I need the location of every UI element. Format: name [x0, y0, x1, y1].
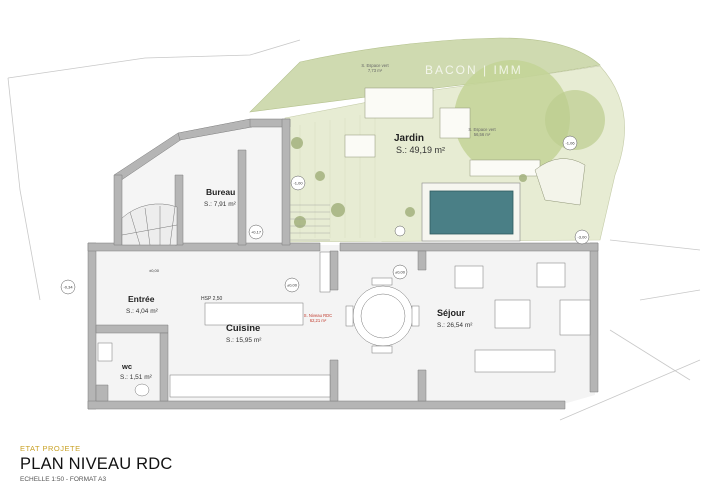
room-area-jardin: S.: 49,19 m²: [396, 145, 445, 155]
plan-scale: ECHELLE 1:50 - FORMAT A3: [20, 476, 107, 483]
level-000-a: ±0,00: [287, 283, 298, 288]
green-space-top-area: 7,73 m²: [368, 68, 383, 73]
dining-table: [345, 277, 420, 354]
room-name-jardin: Jardin: [394, 133, 424, 144]
walls: [87, 118, 599, 410]
green-slope: [249, 37, 601, 113]
garden-furniture: [344, 87, 586, 206]
garden-steps: [290, 204, 330, 241]
level-neg100: -1,00: [293, 181, 303, 186]
tree-large: [454, 60, 570, 176]
room-name-wc: wc: [121, 362, 132, 371]
room-name-entree: Entrée: [128, 294, 155, 304]
plan-state: ETAT PROJETE: [20, 444, 81, 453]
terrain-lines: [7, 39, 701, 421]
room-area-wc: S.: 1,51 m²: [120, 374, 153, 381]
green-space-right-area: 56,56 m²: [474, 132, 491, 137]
rdc-level-label: S. Niveau RDC: [304, 313, 332, 318]
living-furniture: [454, 262, 591, 373]
ceiling-height: HSP 2,50: [201, 296, 223, 302]
spiral-staircase: [121, 203, 178, 246]
green-space-top-label: S. Espace vert: [361, 63, 389, 68]
level-000-c: ±0,00: [149, 268, 160, 273]
tree-medium: [545, 90, 605, 150]
room-area-cuisine: S.: 15,95 m²: [226, 337, 262, 344]
room-name-sejour: Séjour: [437, 308, 466, 318]
swimming-pool: [429, 190, 514, 235]
room-area-entree: S.: 4,04 m²: [126, 308, 159, 315]
plan-title: PLAN NIVEAU RDC: [20, 455, 173, 473]
rdc-level-area: 62,21 m²: [310, 318, 327, 323]
level-neg034: -0,34: [63, 285, 73, 290]
room-area-sejour: S.: 26,54 m²: [437, 322, 473, 329]
level-neg106: -1,06: [565, 141, 575, 146]
level-pos017: +0,17: [251, 230, 262, 235]
level-neg300: -3,00: [577, 235, 587, 240]
level-000-b: ±0,00: [395, 270, 406, 275]
green-space-right-label: S. Espace vert: [468, 127, 496, 132]
room-name-bureau: Bureau: [206, 187, 235, 197]
level-markers: [60, 135, 590, 295]
wc-fixtures: [97, 342, 150, 397]
brand-watermark: BACON | IMM: [425, 63, 523, 77]
room-area-bureau: S.: 7,91 m²: [204, 201, 237, 208]
kitchen-furniture: [169, 251, 331, 398]
room-name-cuisine: Cuisine: [226, 323, 260, 334]
